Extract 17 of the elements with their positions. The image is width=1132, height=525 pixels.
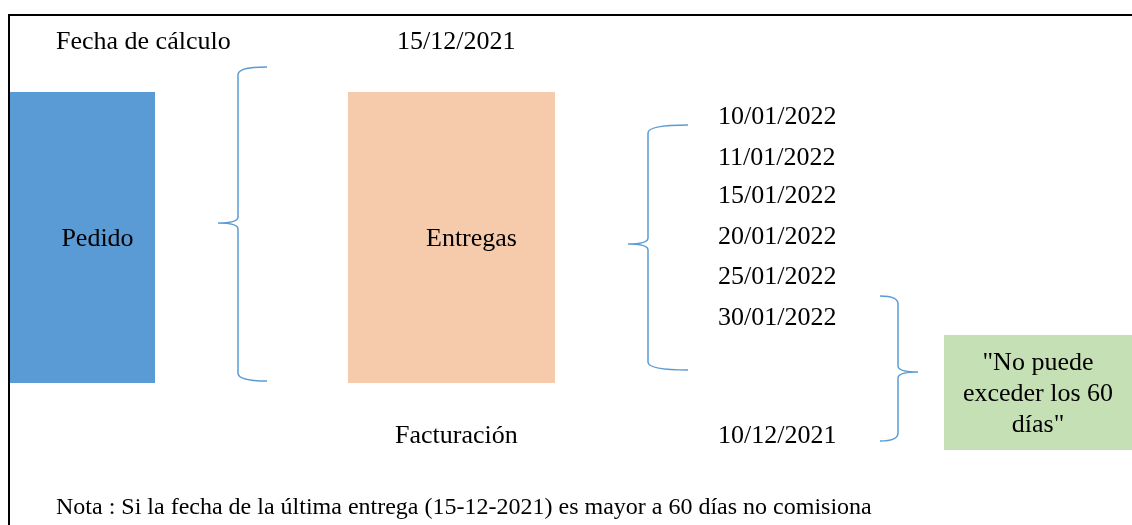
date-label: 25/01/2022: [718, 263, 837, 289]
date-label: 20/01/2022: [718, 223, 837, 249]
box-text: Pedido: [61, 221, 134, 254]
deliveries-box: [348, 92, 555, 383]
date-label: 30/01/2022: [718, 304, 837, 330]
date-label: 15/12/2021: [397, 28, 516, 54]
date-label: 10/01/2022: [718, 103, 837, 129]
date-label: 10/12/2021: [718, 422, 837, 448]
label: Facturación: [395, 422, 518, 448]
date-label: 11/01/2022: [718, 144, 836, 170]
note-text: Nota : Si la fecha de la última entrega (15-12-2021) es mayor a 60 días no comisiona: [56, 494, 872, 518]
date-label: 15/01/2022: [718, 182, 837, 208]
label: Fecha de cálculo: [56, 28, 231, 54]
note-box: [944, 335, 1132, 450]
box-text: Entregas: [426, 221, 517, 254]
order-box: [10, 92, 155, 383]
box-text: "No puede exceder los 60 días": [961, 345, 1115, 440]
